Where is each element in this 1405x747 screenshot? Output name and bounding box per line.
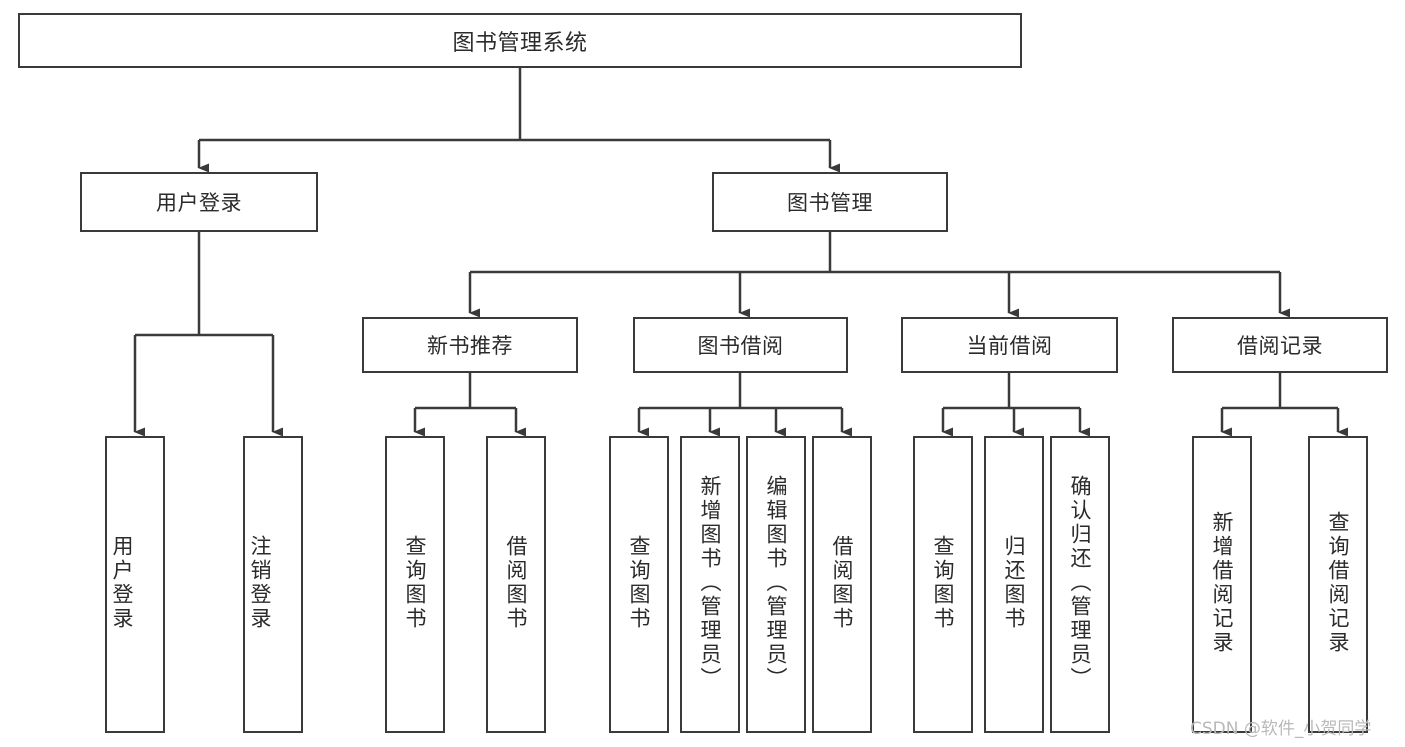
leaf-query-book-nbr[interactable]: 查询图书 [385, 436, 445, 733]
node-book-borrow[interactable]: 图书借阅 [633, 317, 848, 373]
node-root[interactable]: 图书管理系统 [18, 13, 1022, 68]
node-borrow-record[interactable]: 借阅记录 [1172, 317, 1388, 373]
node-user-login[interactable]: 用户登录 [80, 172, 318, 232]
leaf-edit-book-admin[interactable]: 编辑图书（管理员） [746, 436, 806, 733]
leaf-query-book-bb[interactable]: 查询图书 [609, 436, 669, 733]
leaf-borrow-book-nbr[interactable]: 借阅图书 [486, 436, 546, 733]
leaf-confirm-return-admin[interactable]: 确认归还（管理员） [1050, 436, 1110, 733]
leaf-logout[interactable]: 注销登录 [243, 436, 303, 733]
node-current-borrow[interactable]: 当前借阅 [901, 317, 1118, 373]
node-new-book-recommend[interactable]: 新书推荐 [362, 317, 578, 373]
leaf-user-login[interactable]: 用户登录 [105, 436, 165, 733]
leaf-query-book-cb[interactable]: 查询图书 [913, 436, 973, 733]
node-book-management[interactable]: 图书管理 [712, 172, 948, 232]
leaf-add-book-admin[interactable]: 新增图书（管理员） [680, 436, 740, 733]
leaf-borrow-book-bb[interactable]: 借阅图书 [812, 436, 872, 733]
leaf-add-borrow-record[interactable]: 新增借阅记录 [1192, 436, 1252, 733]
leaf-query-borrow-record[interactable]: 查询借阅记录 [1308, 436, 1368, 733]
watermark: CSDN @软件_小贺同学 [1190, 719, 1372, 739]
leaf-return-book[interactable]: 归还图书 [984, 436, 1044, 733]
